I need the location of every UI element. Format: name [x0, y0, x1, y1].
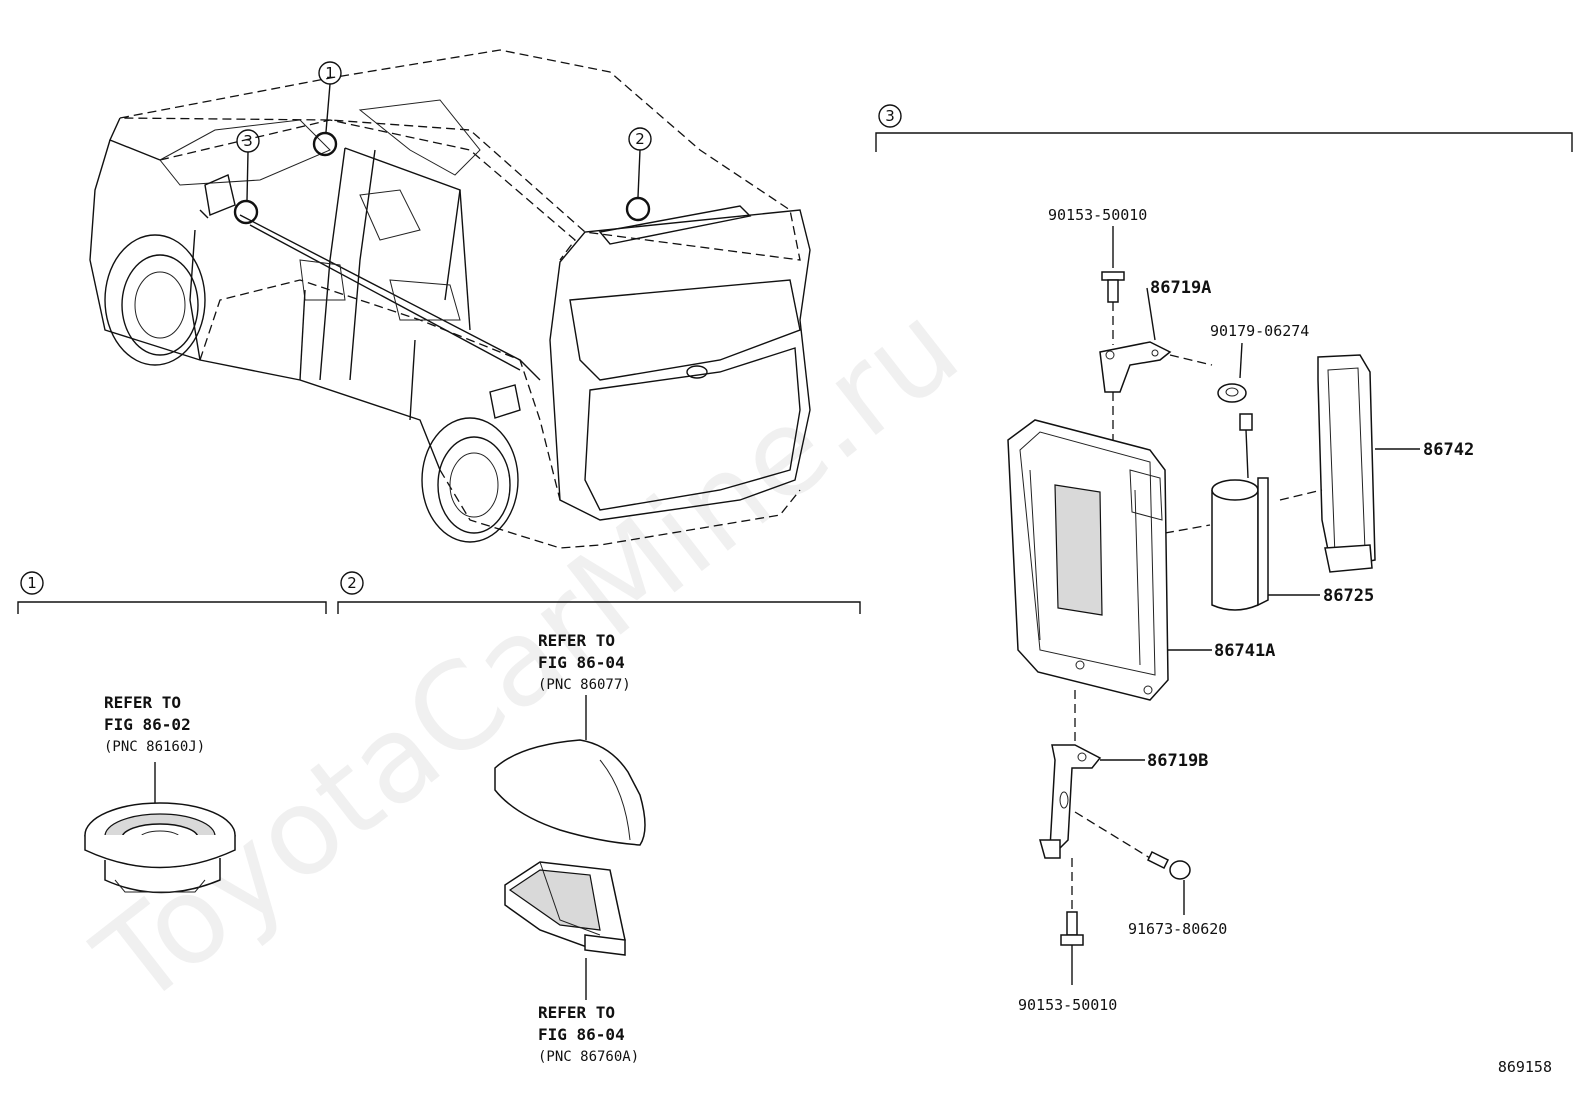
antenna-cover-part: [494, 739, 646, 846]
cover-label: 86742: [1423, 440, 1474, 460]
section-marker-2: 2: [347, 574, 357, 592]
section-3-bracket: 3: [875, 104, 1573, 152]
section-marker-1: 1: [27, 574, 37, 592]
nut-label: 90179-06274: [1210, 322, 1309, 340]
antenna-upper-ref-line1: REFER TO: [538, 631, 615, 650]
location-marker-3: [233, 199, 259, 225]
bolt-top-part: 90153-50010: [1048, 206, 1147, 345]
speaker-ref-line1: REFER TO: [104, 693, 181, 712]
bracket-a-part: 86719A: [1099, 278, 1213, 445]
bolt-top-label: 90153-50010: [1048, 206, 1147, 224]
bolt-side-label: 91673-80620: [1128, 920, 1227, 938]
bolt-bottom-part: 90153-50010: [1018, 911, 1117, 1014]
bolt-side-part: 91673-80620: [1128, 850, 1227, 938]
antenna-lower-part: [504, 861, 626, 956]
location-marker-1: [312, 131, 338, 157]
battery-label: 86725: [1323, 586, 1374, 606]
location-marker-2: [625, 196, 651, 222]
section-1-bracket: 1: [17, 571, 327, 614]
vehicle-location-markers: 1 2 3: [233, 61, 652, 225]
battery-part: 86725: [1164, 413, 1374, 611]
vehicle-illustration: [89, 49, 811, 549]
nut-part: 90179-06274: [1210, 322, 1309, 403]
callout-3: 3: [243, 132, 253, 150]
bracket-b-label: 86719B: [1147, 751, 1208, 771]
antenna-lower-reference: REFER TO FIG 86-04 (PNC 86760A): [538, 958, 639, 1065]
callout-2: 2: [635, 130, 645, 148]
speaker-ref-line3: (PNC 86160J): [104, 739, 205, 755]
bracket-a-label: 86719A: [1150, 278, 1211, 298]
antenna-lower-ref-line1: REFER TO: [538, 1003, 615, 1022]
section-marker-3: 3: [885, 107, 895, 125]
speaker-ref-line2: FIG 86-02: [104, 715, 191, 734]
antenna-upper-ref-line2: FIG 86-04: [538, 653, 625, 672]
antenna-upper-ref-line3: (PNC 86077): [538, 677, 631, 693]
cover-part: 86742: [1279, 354, 1474, 573]
module-part: 86741A: [1007, 419, 1275, 745]
antenna-upper-reference: REFER TO FIG 86-04 (PNC 86077): [538, 631, 631, 740]
module-label: 86741A: [1214, 641, 1275, 661]
speaker-part: [84, 802, 236, 894]
speaker-reference: REFER TO FIG 86-02 (PNC 86160J): [104, 693, 205, 808]
section-2-bracket: 2: [337, 571, 861, 614]
antenna-lower-ref-line2: FIG 86-04: [538, 1025, 625, 1044]
callout-1: 1: [325, 64, 335, 82]
bracket-b-part: 86719B: [1039, 744, 1208, 910]
bolt-bottom-label: 90153-50010: [1018, 996, 1117, 1014]
figure-id: 869158: [1498, 1058, 1552, 1076]
antenna-lower-ref-line3: (PNC 86760A): [538, 1049, 639, 1065]
